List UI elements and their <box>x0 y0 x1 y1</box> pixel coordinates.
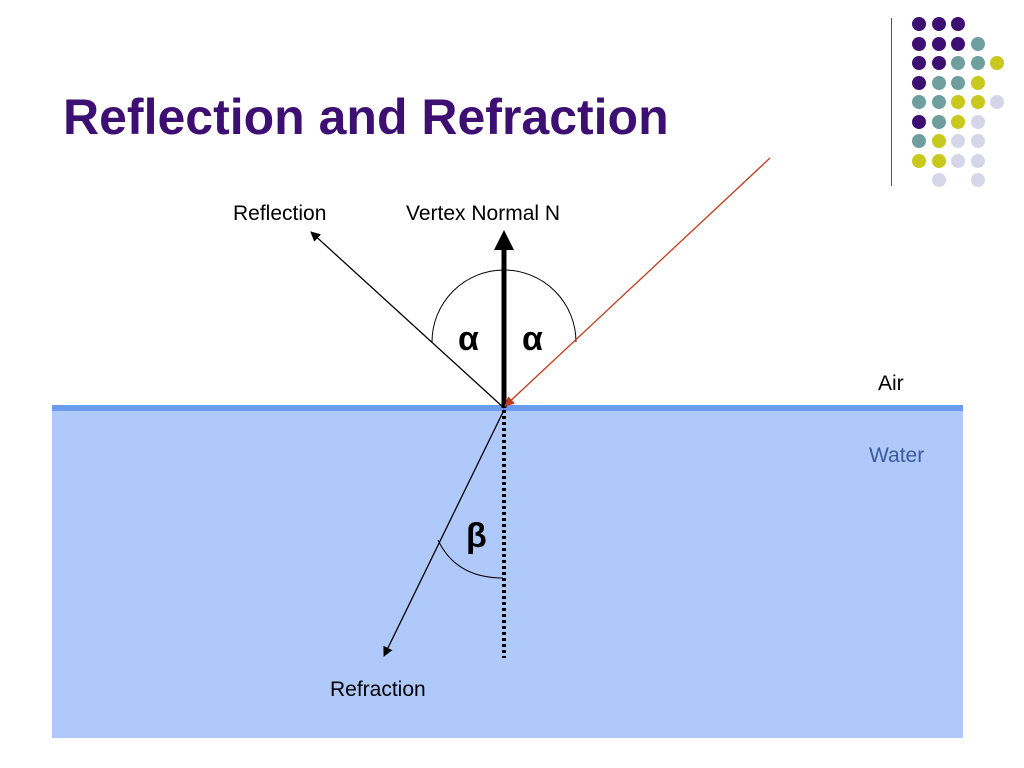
decorative-dot <box>990 95 1004 109</box>
decorative-dot <box>912 134 926 148</box>
decorative-dot <box>931 114 946 129</box>
decorative-dot <box>931 173 946 187</box>
decorative-dot <box>931 36 946 51</box>
reflection-ray <box>310 231 505 409</box>
beta-angle-arc <box>437 539 504 579</box>
incident-ray <box>504 157 771 407</box>
decorative-dot <box>931 95 946 109</box>
decorative-dot <box>951 17 965 31</box>
decorative-dot <box>951 153 965 168</box>
decorative-dot <box>912 95 926 109</box>
decorative-dot <box>970 114 985 129</box>
decorative-dot <box>951 134 965 148</box>
vertex-normal-label: Vertex Normal N <box>406 202 560 225</box>
decorative-dot <box>970 134 985 148</box>
refraction-label: Refraction <box>330 678 426 701</box>
decorative-dot <box>912 114 926 129</box>
decorative-dot <box>912 17 926 31</box>
decorative-dot <box>970 75 985 90</box>
decorative-dot <box>970 95 985 109</box>
decorative-dot <box>912 56 926 70</box>
vertex-normal-arrowhead <box>494 230 514 250</box>
reflection-label: Reflection <box>233 202 326 225</box>
decorative-dot <box>931 153 946 168</box>
decorative-dot <box>912 36 926 51</box>
alpha-left-label: α <box>458 320 479 358</box>
decorative-dot <box>970 36 985 51</box>
decorative-dot <box>951 114 965 129</box>
decorative-dot <box>931 56 946 70</box>
decorative-dot <box>931 75 946 90</box>
alpha-right-label: α <box>522 320 543 358</box>
decorative-dot <box>912 75 926 90</box>
refraction-ray <box>383 409 505 657</box>
decorative-dot <box>912 153 926 168</box>
decorative-dot <box>951 75 965 90</box>
decorative-dot <box>970 153 985 168</box>
air-label: Air <box>878 372 904 395</box>
water-label: Water <box>869 444 924 467</box>
decorative-dot <box>970 173 985 187</box>
water-region <box>52 408 963 738</box>
decorative-divider <box>891 18 892 186</box>
decorative-dot <box>931 17 946 31</box>
decorative-dot <box>951 56 965 70</box>
decorative-dot <box>990 56 1004 70</box>
beta-label: β <box>466 517 487 555</box>
decorative-dot <box>951 36 965 51</box>
decorative-dot <box>931 134 946 148</box>
decorative-dot <box>970 56 985 70</box>
slide-title: Reflection and Refraction <box>63 89 669 145</box>
decorative-dot <box>951 95 965 109</box>
